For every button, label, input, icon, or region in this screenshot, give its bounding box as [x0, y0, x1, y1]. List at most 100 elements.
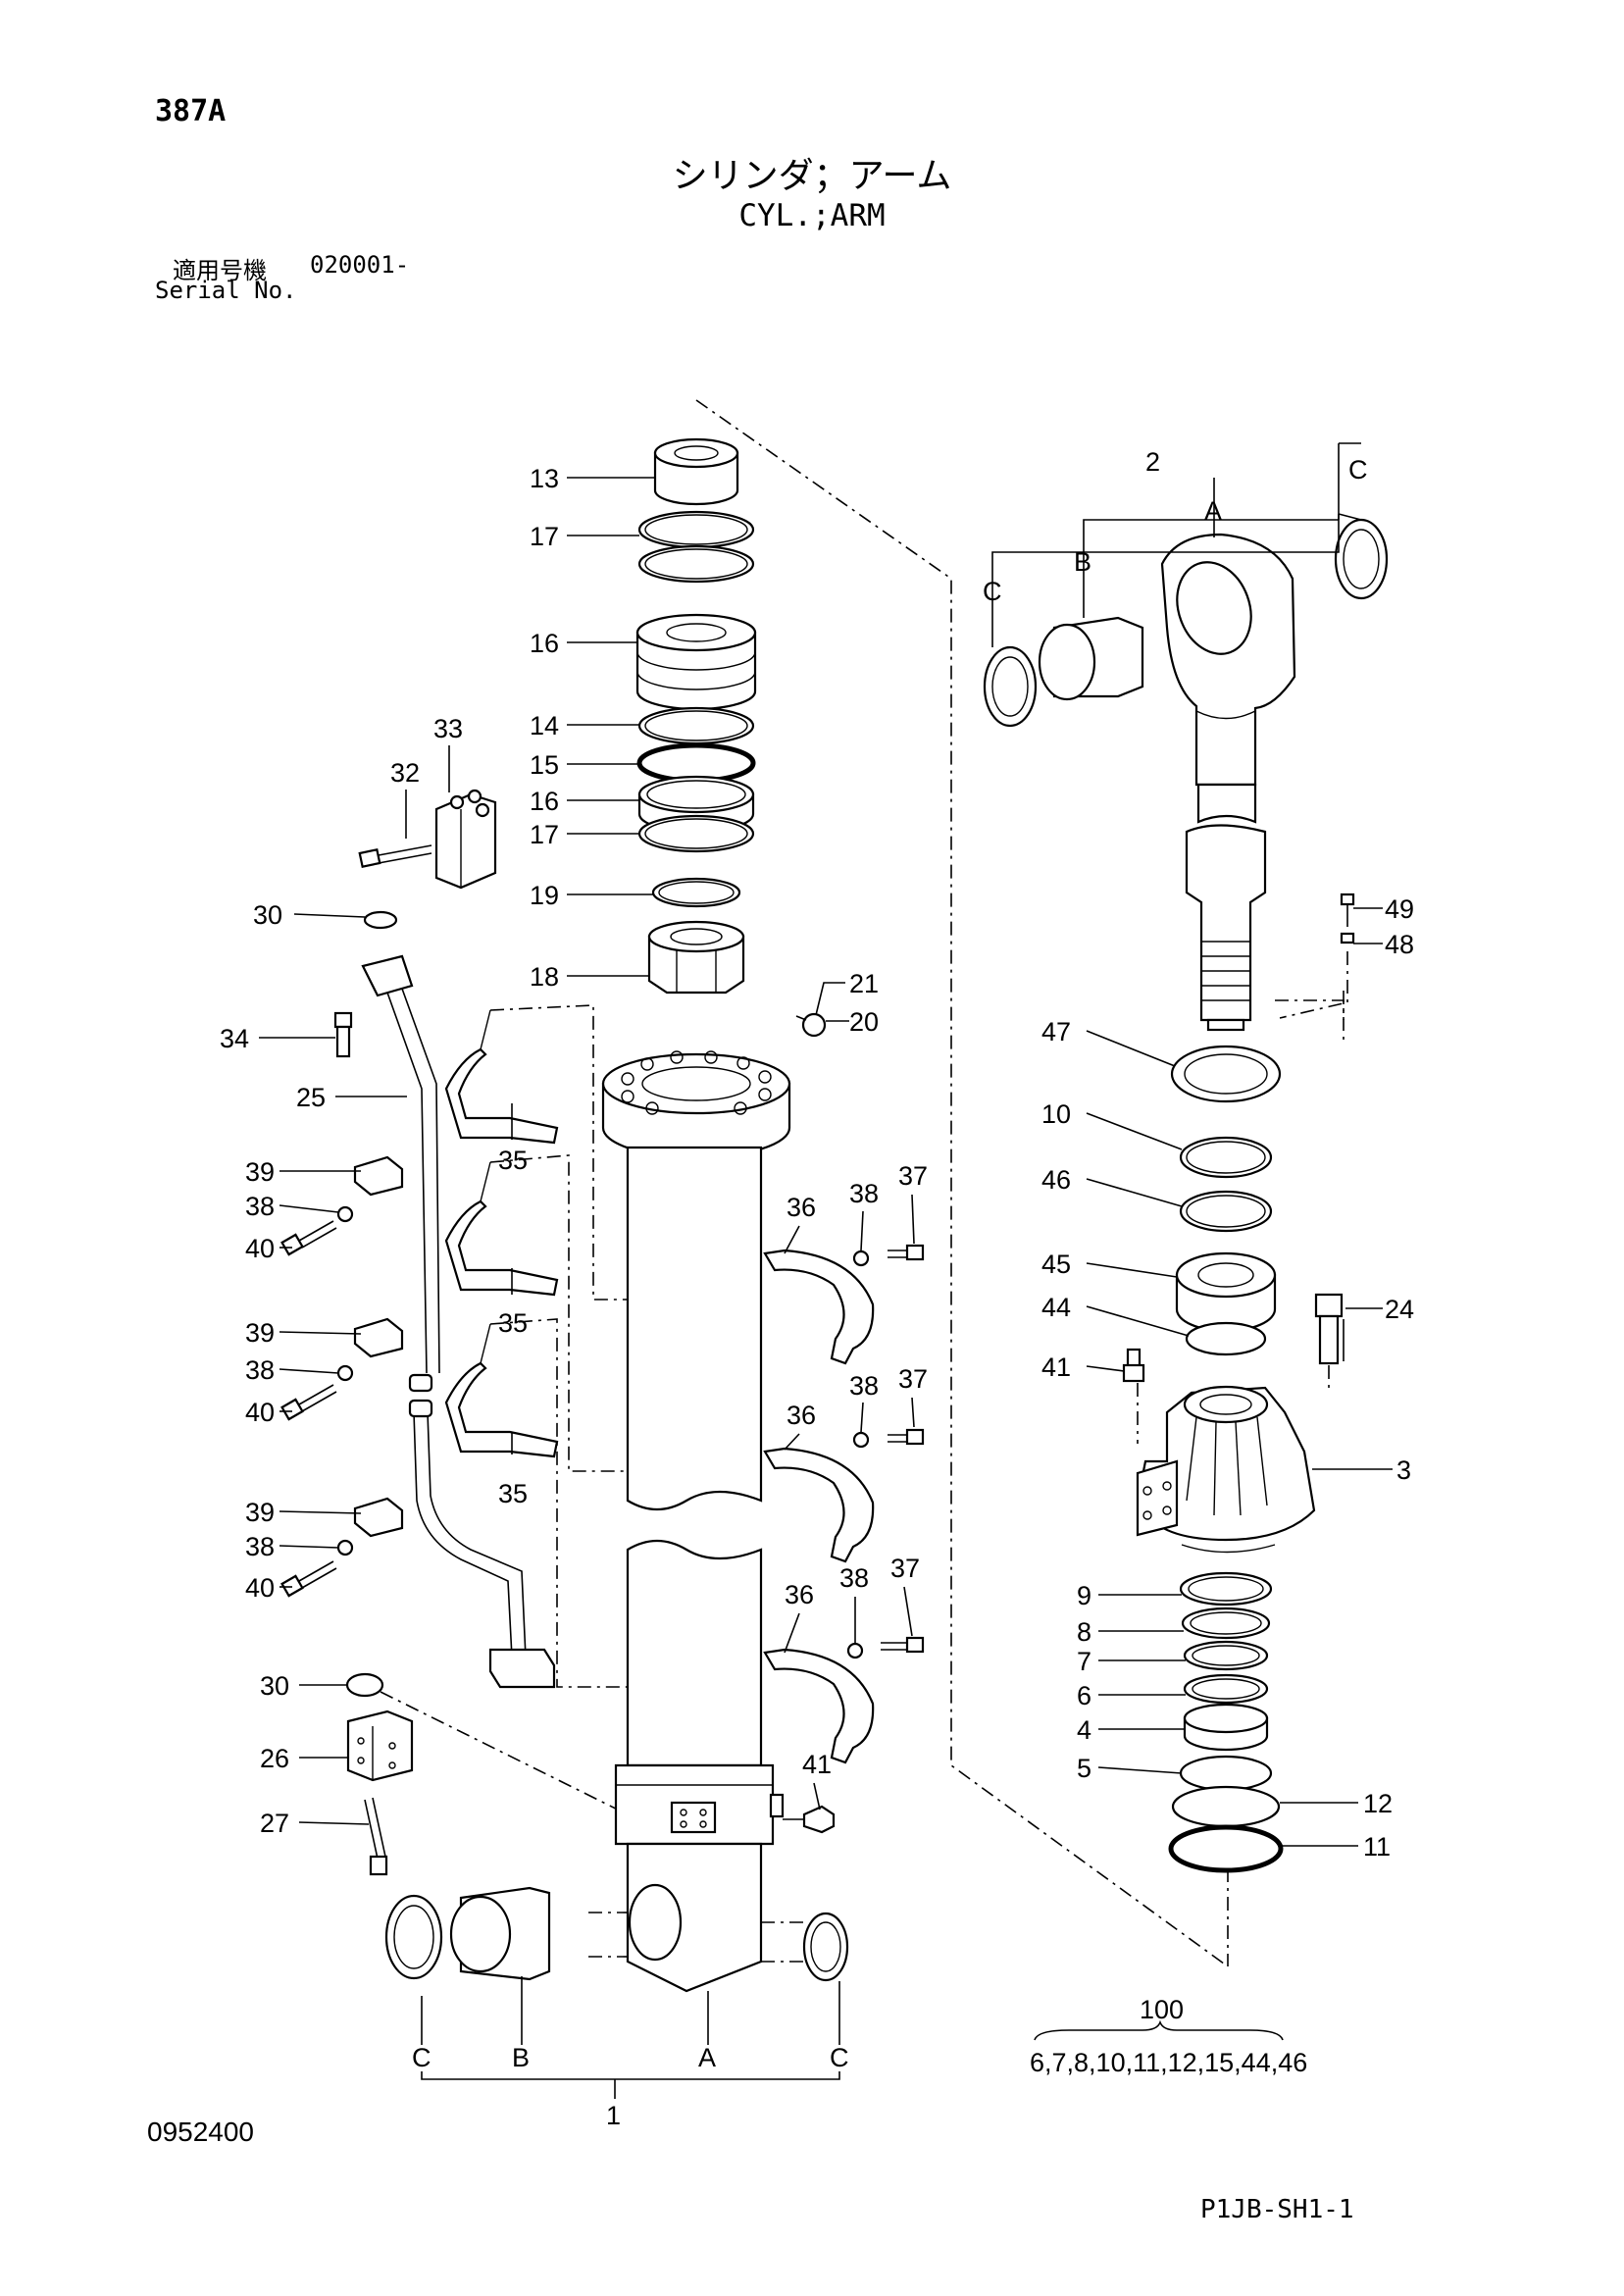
- part-5-seal: [1179, 1755, 1273, 1792]
- part-24-bolt: [1314, 1293, 1344, 1365]
- callout-13: 13: [530, 464, 559, 493]
- callout-19: 19: [530, 881, 559, 910]
- callout-15: 15: [530, 750, 559, 780]
- callout-16: 16: [530, 787, 559, 816]
- callout-3: 3: [1396, 1455, 1411, 1485]
- callout-38: 38: [839, 1563, 869, 1593]
- piston-rod-end: [1185, 824, 1267, 1032]
- part-36-clamp-2: [763, 1447, 875, 1563]
- callout-41: 41: [802, 1750, 832, 1779]
- part-41-grease-nipple-upper: [1122, 1348, 1145, 1383]
- part-36-clamp-3: [763, 1648, 875, 1764]
- callout-32: 32: [390, 758, 420, 788]
- callout-24: 24: [1385, 1295, 1414, 1324]
- pipe-flange-upper: [361, 954, 414, 997]
- part-17-ring: [637, 510, 755, 549]
- callout-44: 44: [1041, 1293, 1071, 1322]
- part-13-dust-seal: [653, 437, 739, 506]
- part-7-seal: [1183, 1640, 1269, 1671]
- callout-10: 10: [1041, 1099, 1071, 1129]
- document-number: 0952400: [147, 2117, 255, 2147]
- callout-6: 6: [1077, 1681, 1091, 1710]
- part-20-plug: [801, 1012, 827, 1038]
- callout-35: 35: [498, 1308, 528, 1338]
- callout-38: 38: [245, 1532, 275, 1561]
- part-15-o-ring: [636, 742, 756, 784]
- callout-14: 14: [530, 711, 559, 740]
- callout-9: 9: [1077, 1581, 1091, 1610]
- callout-20: 20: [849, 1007, 879, 1037]
- callout-2: 2: [1145, 447, 1160, 477]
- part-B-bushing-right: [1038, 616, 1144, 701]
- callout-16: 16: [530, 629, 559, 658]
- callout-36: 36: [787, 1193, 816, 1222]
- callout-40: 40: [245, 1573, 275, 1603]
- page-code: 387A: [155, 94, 227, 128]
- callout-40: 40: [245, 1234, 275, 1263]
- callout-48: 48: [1385, 930, 1414, 959]
- part-8-seal: [1181, 1607, 1271, 1640]
- part-30-o-ring: [363, 910, 398, 930]
- part-14-ring: [637, 706, 755, 745]
- callout-B: B: [1074, 547, 1091, 577]
- callout-47: 47: [1041, 1017, 1071, 1046]
- callout-49: 49: [1385, 894, 1414, 924]
- part-16-packing-stack: [635, 613, 757, 711]
- cylinder-head-flange: [601, 1050, 791, 1159]
- callout-5: 5: [1077, 1754, 1091, 1783]
- callout-17: 17: [530, 522, 559, 551]
- callout-39: 39: [245, 1318, 275, 1348]
- assembly-guide-lines: [380, 399, 1345, 1967]
- callout-11: 11: [1363, 1832, 1391, 1862]
- part-A-rod-eye: [1160, 533, 1296, 787]
- callout-33: 33: [433, 714, 463, 743]
- part-34-bolt: [333, 1011, 353, 1058]
- callout-A: A: [1204, 496, 1222, 526]
- callout-18: 18: [530, 962, 559, 992]
- part-44-ring: [1185, 1321, 1267, 1356]
- part-37-bolt: [888, 1244, 925, 1261]
- callout-26: 26: [260, 1744, 289, 1773]
- callout-38: 38: [245, 1192, 275, 1221]
- serial-number-value: 020001-: [310, 251, 410, 279]
- part-25-pipe: [386, 992, 428, 1374]
- part-39-38-40-set-1: [280, 1155, 404, 1256]
- callout-21: 21: [849, 969, 879, 998]
- callout-C: C: [830, 2043, 849, 2072]
- cylinder-tube-lower: [626, 1540, 763, 1767]
- callout-34: 34: [220, 1024, 249, 1053]
- callout-39: 39: [245, 1498, 275, 1527]
- pipe-flange-lower: [488, 1648, 556, 1689]
- part-B-bushing-left: [449, 1886, 551, 1981]
- callout-37: 37: [890, 1554, 920, 1583]
- title-english: CYL.;ARM: [738, 198, 886, 233]
- part-41-grease-nipple: [783, 1805, 836, 1834]
- callout-8: 8: [1077, 1617, 1091, 1647]
- cylinder-tube-upper: [626, 1146, 763, 1510]
- kit-number: 100: [1140, 1995, 1184, 2024]
- part-26-block: [346, 1709, 414, 1782]
- callout-B: B: [512, 2043, 530, 2072]
- part-33-valve-block: [434, 789, 497, 890]
- callout-C: C: [983, 577, 1002, 606]
- callout-30: 30: [260, 1671, 289, 1701]
- callout-17: 17: [530, 820, 559, 849]
- part-10-ring: [1179, 1136, 1273, 1179]
- part-45-piston: [1175, 1251, 1277, 1333]
- part-C-seal-left: [384, 1894, 443, 1980]
- callout-36: 36: [787, 1401, 816, 1430]
- callout-C: C: [412, 2043, 431, 2072]
- callout-4: 4: [1077, 1715, 1091, 1745]
- callout-38: 38: [849, 1179, 879, 1208]
- part-30-o-ring-lower: [345, 1672, 384, 1698]
- callout-35: 35: [498, 1146, 528, 1175]
- sheet-code: P1JB-SH1-1: [1200, 2195, 1354, 2224]
- serial-label-japanese: 適用号機: [173, 257, 267, 284]
- rod-side-assembly: [983, 518, 1389, 1873]
- callout-38: 38: [245, 1355, 275, 1385]
- callout-40: 40: [245, 1398, 275, 1427]
- part-38-washer: [852, 1250, 870, 1267]
- part-27-bolt: [364, 1797, 388, 1876]
- part-32-bolt: [358, 844, 432, 869]
